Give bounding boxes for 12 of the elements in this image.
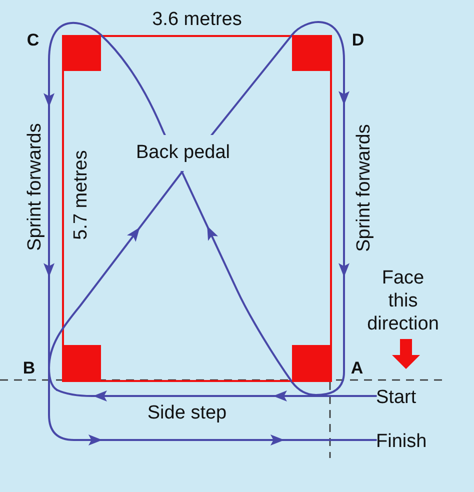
finish-label: Finish [376, 431, 427, 453]
edge-label: Sprint forwards [26, 123, 44, 251]
dimension-label: 5.7 metres [72, 150, 90, 240]
start-label: Start [376, 387, 416, 409]
corner-letter: A [350, 360, 364, 376]
corner-letter: C [26, 32, 40, 48]
corner-letter: D [352, 32, 364, 48]
dimension-label: 3.6 metres [152, 9, 242, 31]
edge-label: Side step [147, 404, 227, 422]
corner-letter: B [22, 360, 36, 376]
instruction-label: Face this direction [366, 266, 440, 336]
edge-label: Sprint forwards [354, 124, 374, 252]
